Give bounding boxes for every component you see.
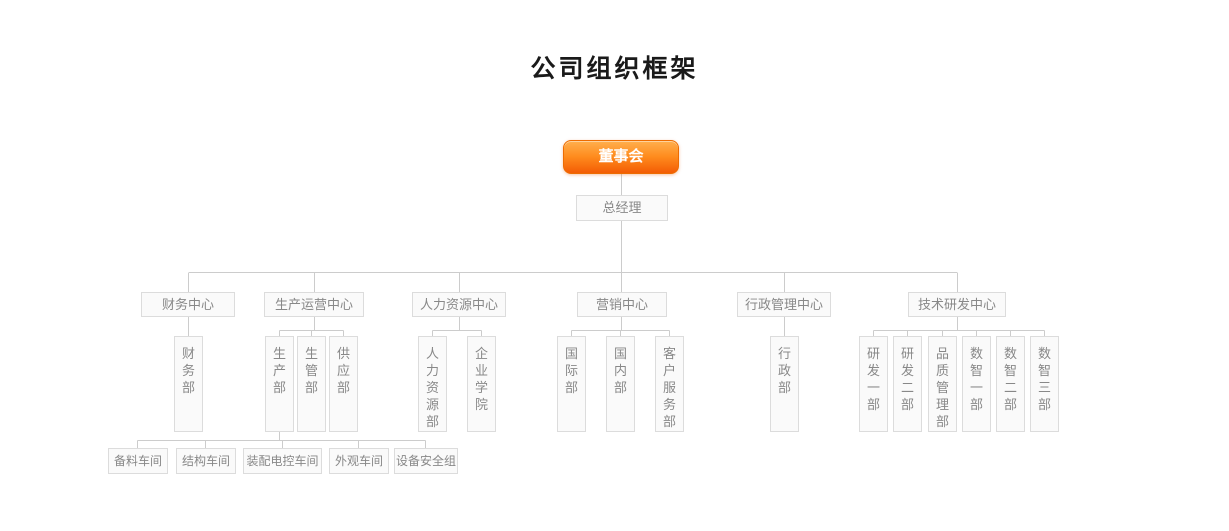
node-dept-admin: 行政部 (770, 336, 799, 432)
node-dept-rd-1: 研发一部 (859, 336, 888, 432)
node-dept-production: 生产部 (265, 336, 294, 432)
node-dept-quality-mgmt: 品质管理部 (928, 336, 957, 432)
node-general-manager: 总经理 (576, 195, 668, 221)
node-center-marketing: 营销中心 (577, 292, 667, 317)
page-title: 公司组织框架 (530, 55, 699, 83)
node-dept-corporate-academy: 企业学院 (467, 336, 496, 432)
node-dept-customer-service: 客户服务部 (655, 336, 684, 432)
node-workshop-appearance: 外观车间 (329, 448, 389, 474)
node-center-finance: 财务中心 (141, 292, 235, 317)
node-dept-supply: 供应部 (329, 336, 358, 432)
node-dept-digital-2: 数智二部 (996, 336, 1025, 432)
node-center-tech-rd: 技术研发中心 (908, 292, 1006, 317)
node-workshop-assembly-electric: 装配电控车间 (243, 448, 322, 474)
node-center-human-resources: 人力资源中心 (412, 292, 506, 317)
node-dept-international: 国际部 (557, 336, 586, 432)
node-dept-human-resources: 人力资源部 (418, 336, 447, 432)
node-workshop-equipment-safety: 设备安全组 (394, 448, 458, 474)
node-center-production-operations: 生产运营中心 (264, 292, 364, 317)
node-center-administration: 行政管理中心 (737, 292, 831, 317)
node-dept-finance: 财务部 (174, 336, 203, 432)
node-workshop-structure: 结构车间 (176, 448, 236, 474)
node-board-of-directors: 董事会 (563, 140, 679, 174)
node-workshop-material-prep: 备料车间 (108, 448, 168, 474)
node-dept-rd-2: 研发二部 (893, 336, 922, 432)
node-dept-domestic: 国内部 (606, 336, 635, 432)
node-dept-digital-3: 数智三部 (1030, 336, 1059, 432)
node-dept-digital-1: 数智一部 (962, 336, 991, 432)
node-dept-production-mgmt: 生管部 (297, 336, 326, 432)
